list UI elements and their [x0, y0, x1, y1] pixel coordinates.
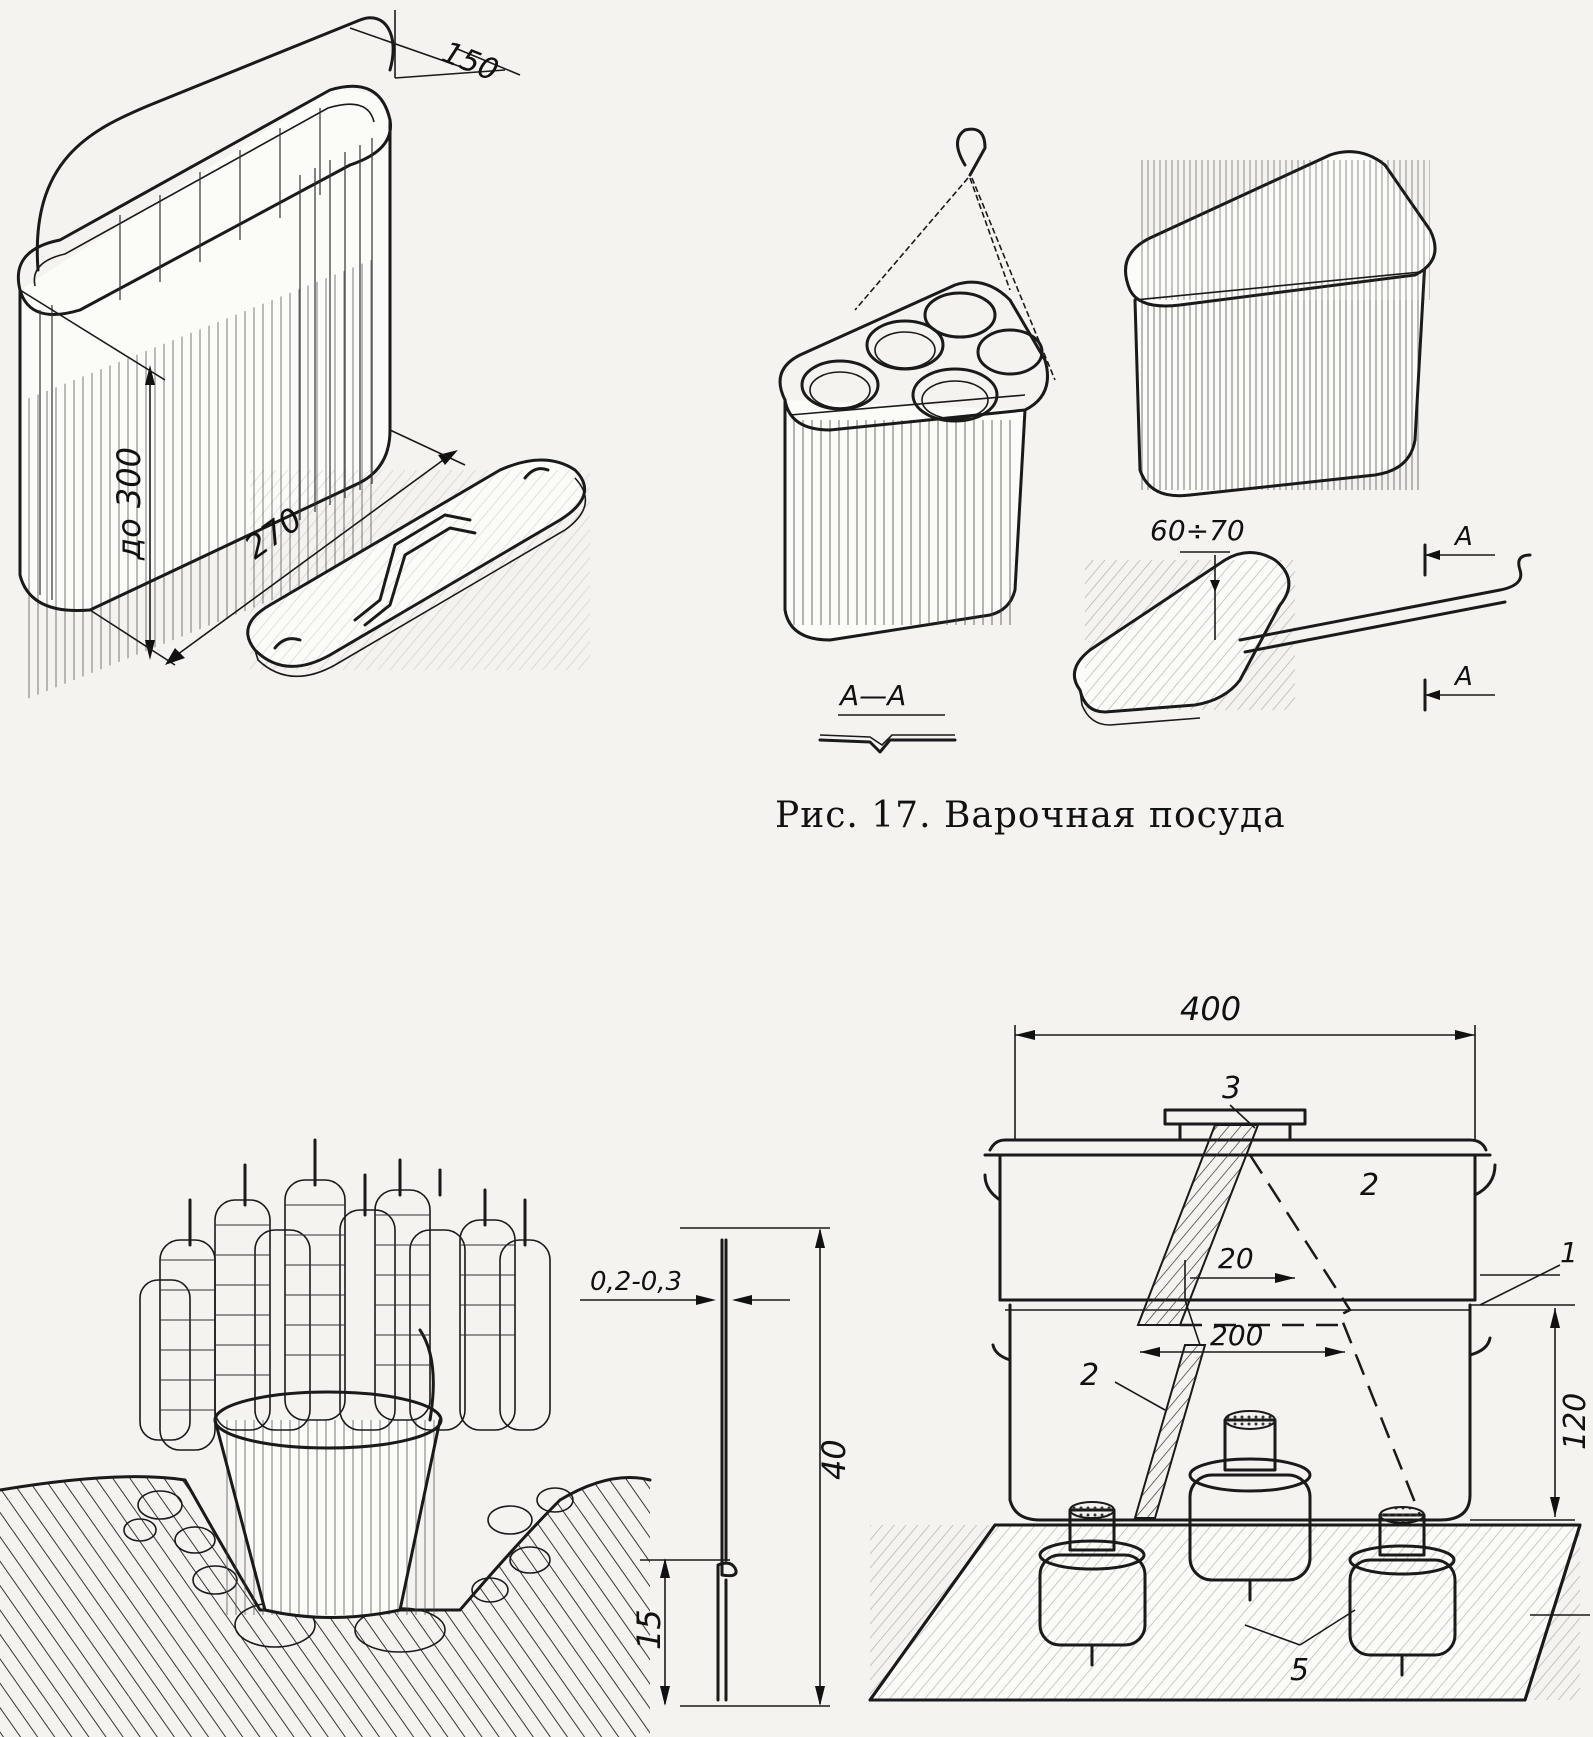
pot-height-label: до 300 — [110, 447, 148, 561]
steamer-partition-width-label: 200 — [1210, 1319, 1263, 1352]
section-mark-top: А — [1453, 522, 1473, 552]
stove-board-with-burners — [868, 1410, 1590, 1702]
skewer-food-stacks — [139, 1138, 551, 1451]
section-a-a-title: А—А — [838, 679, 906, 712]
figure-caption: Рис. 17. Варочная посуда — [775, 795, 1286, 836]
skewer-thickness-label: 0,2-0,3 — [590, 1267, 682, 1297]
steamer-partition-bottom-label: 2 — [1080, 1358, 1099, 1393]
triangular-pot-with-cups — [778, 127, 1056, 642]
skewer-lower-length-label: 15 — [630, 1609, 668, 1650]
steamer-partition-top-label: 2 — [1360, 1168, 1379, 1203]
skewers-in-bucket-illustration — [0, 1138, 652, 1737]
triangular-pot-closed — [1124, 150, 1437, 498]
steamer-height-label: 120 — [1558, 1393, 1593, 1450]
steamer-handle-label: 3 — [1222, 1071, 1241, 1106]
skewer-total-length-label: 40 — [815, 1439, 853, 1480]
skewer-detail-drawing — [580, 1227, 830, 1707]
steamer-rim-label: 1 — [1560, 1236, 1578, 1269]
section-a-a-profile — [818, 714, 957, 754]
section-mark-bottom: А — [1453, 662, 1473, 692]
steamer-burners-label: 5 — [1290, 1653, 1309, 1688]
steamer-diameter-label: 400 — [1180, 990, 1241, 1028]
triangular-lid-with-handle — [1072, 543, 1532, 726]
oval-pot-illustration — [16, 10, 590, 699]
pot-width-label: 150 — [437, 35, 503, 89]
lid-depth-label: 60÷70 — [1150, 514, 1245, 547]
cup-rings — [800, 291, 1044, 423]
steamer-pot-drawing — [983, 1025, 1575, 1522]
steamer-partition-gap-label: 20 — [1218, 1242, 1254, 1275]
